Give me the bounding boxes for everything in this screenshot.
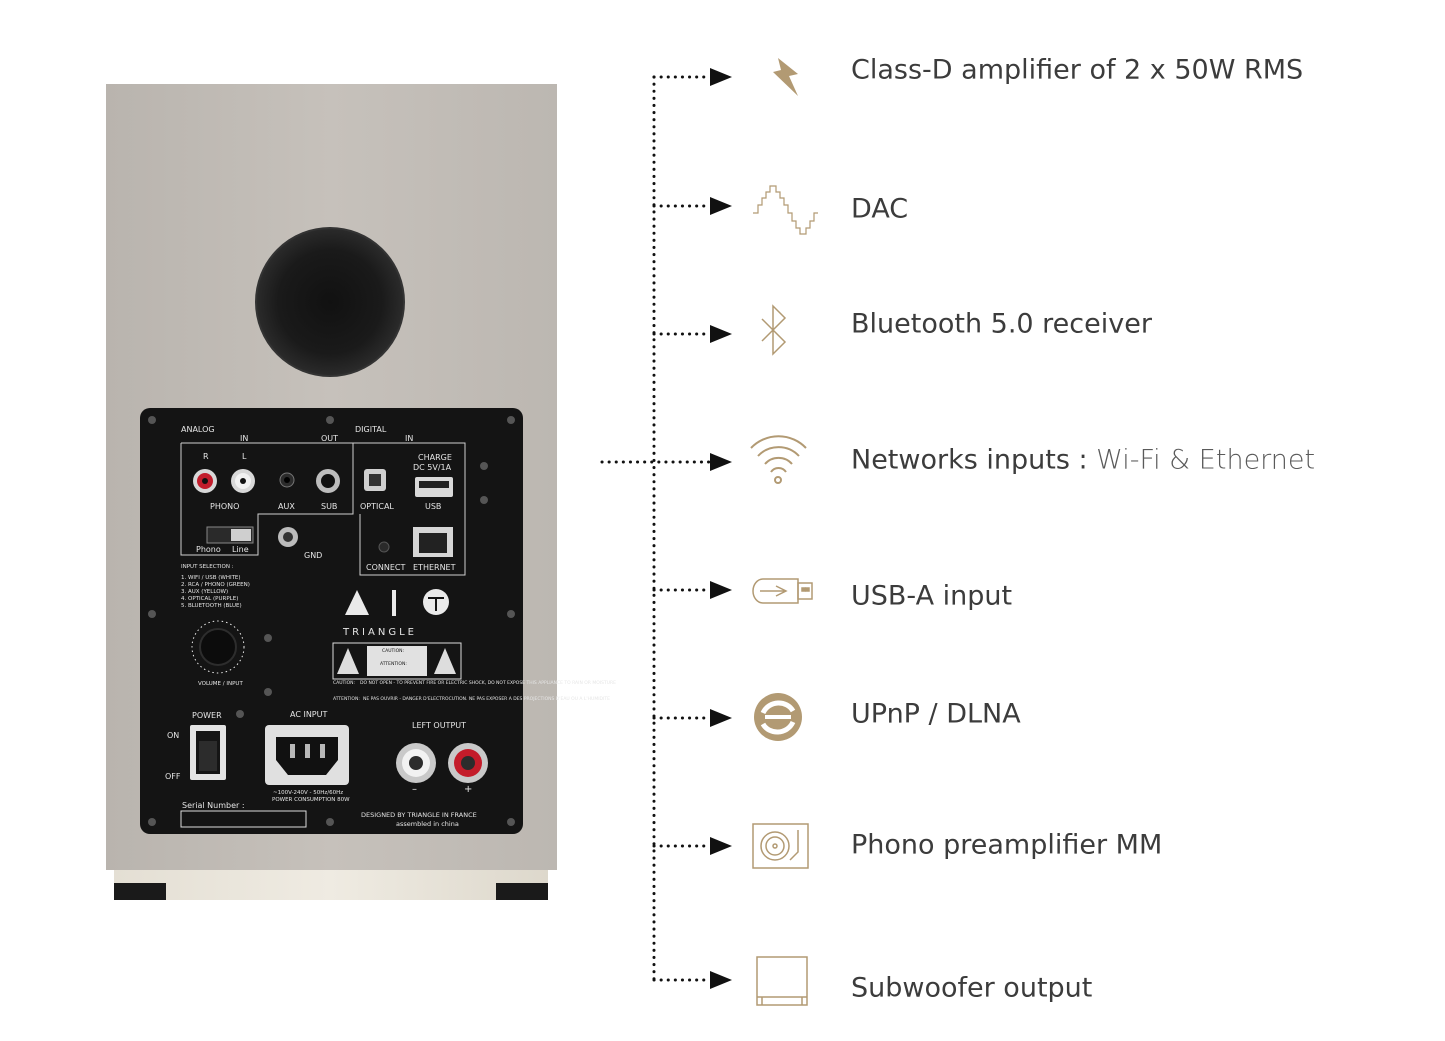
input-item: 4. OPTICAL (PURPLE): [181, 596, 238, 602]
feature-network-detail: Wi-Fi & Ethernet: [1087, 444, 1316, 476]
subwoofer-icon: [756, 956, 808, 1006]
svg-text:CAUTION:: CAUTION:: [382, 648, 404, 654]
digital-in-label: IN: [405, 434, 413, 443]
input-item: 3. AUX (YELLOW): [181, 589, 228, 595]
turntable-icon: [752, 823, 809, 869]
input-item: 2. RCA / PHONO (GREEN): [181, 582, 250, 588]
attention-text: NE PAS OUVRIR - DANGER D'ELECTROCUTION. …: [363, 696, 610, 702]
assembled-label: assembled in china: [396, 820, 459, 828]
dc-label: DC 5V/1A: [413, 463, 452, 472]
input-item: 5. BLUETOOTH (BLUE): [181, 603, 242, 609]
aux-label: AUX: [278, 502, 295, 511]
bluetooth-icon: [761, 304, 787, 356]
gnd-label: GND: [304, 551, 322, 560]
charge-label: CHARGE: [418, 453, 452, 462]
connector-panel: [140, 408, 523, 834]
rca-right-input[interactable]: [193, 469, 217, 493]
usb-stick-icon: [752, 578, 813, 604]
attention-title: ATTENTION:: [333, 696, 360, 702]
optical-label: OPTICAL: [360, 502, 394, 511]
power-consumption: POWER CONSUMPTION 80W: [272, 797, 350, 803]
ac-spec: ~100V-240V - 50Hz/60Hz: [273, 790, 343, 796]
ac-input-socket[interactable]: [265, 725, 349, 785]
volume-input-knob[interactable]: [191, 620, 245, 674]
phono-option: Phono: [196, 545, 221, 554]
bass-reflex-port: [256, 228, 404, 376]
feature-connectors: [600, 75, 712, 982]
minus-sign: –: [412, 784, 417, 795]
aux-jack[interactable]: [279, 472, 295, 488]
power-label: POWER: [192, 711, 222, 720]
ground-terminal[interactable]: [278, 527, 298, 547]
connector-arrows: [710, 68, 732, 989]
feature-network-label: Networks inputs :: [851, 444, 1088, 476]
sub-label: SUB: [321, 502, 337, 511]
brand-label: TRIANGLE: [342, 627, 417, 638]
sub-output-jack[interactable]: [316, 469, 340, 493]
on-label: ON: [167, 731, 179, 740]
rca-left-input[interactable]: [231, 469, 255, 493]
off-label: OFF: [165, 772, 181, 781]
digital-label: DIGITAL: [355, 425, 387, 434]
designed-label: DESIGNED BY TRIANGLE IN FRANCE: [361, 811, 477, 819]
analog-label: ANALOG: [181, 425, 215, 434]
feature-subwoofer: Subwoofer output: [851, 972, 1093, 1004]
speaker-base: [114, 870, 548, 900]
serial-box: [180, 810, 307, 828]
line-option: Line: [232, 545, 249, 554]
ethernet-label: ETHERNET: [413, 563, 456, 572]
waveform-icon: [753, 185, 818, 235]
rca-r-label: R: [203, 452, 209, 461]
wifi-icon: [750, 435, 807, 484]
speaker-terminal-negative[interactable]: [396, 743, 436, 783]
phono-label: PHONO: [210, 502, 239, 511]
volume-label: VOLUME / INPUT: [198, 681, 243, 687]
lightning-icon: [773, 58, 798, 96]
plus-sign: +: [464, 784, 472, 795]
svg-text:ATTENTION:: ATTENTION:: [380, 661, 407, 667]
out-label: OUT: [321, 434, 338, 443]
caution-label: CAUTION: ATTENTION:: [332, 642, 462, 680]
input-selection-title: INPUT SELECTION :: [181, 564, 234, 570]
feature-phono: Phono preamplifier MM: [851, 829, 1163, 861]
rca-l-label: L: [242, 452, 247, 461]
caution-title: CAUTION:: [333, 680, 355, 686]
dlna-icon: [754, 693, 802, 741]
analog-in-label: IN: [240, 434, 248, 443]
feature-usb: USB-A input: [851, 580, 1013, 612]
connect-button[interactable]: [378, 541, 390, 553]
triangle-logo: [345, 589, 449, 616]
left-output-label: LEFT OUTPUT: [412, 721, 466, 730]
input-item: 1. WIFI / USB (WHITE): [181, 575, 241, 581]
speaker-terminal-positive[interactable]: [448, 743, 488, 783]
feature-dlna: UPnP / DLNA: [851, 698, 1021, 730]
feature-bluetooth: Bluetooth 5.0 receiver: [851, 308, 1152, 340]
feature-dac: DAC: [851, 193, 909, 225]
serial-label: Serial Number :: [182, 801, 245, 810]
feature-network: Networks inputs : Wi-Fi & Ethernet: [851, 445, 1315, 476]
usb-label: USB: [425, 502, 441, 511]
connect-label: CONNECT: [366, 563, 405, 572]
feature-amplifier: Class-D amplifier of 2 x 50W RMS: [851, 54, 1304, 86]
caution-text: DO NOT OPEN - TO PREVENT FIRE OR ELECTRI…: [360, 680, 616, 686]
ac-input-label: AC INPUT: [290, 710, 327, 719]
power-switch[interactable]: [190, 725, 226, 780]
